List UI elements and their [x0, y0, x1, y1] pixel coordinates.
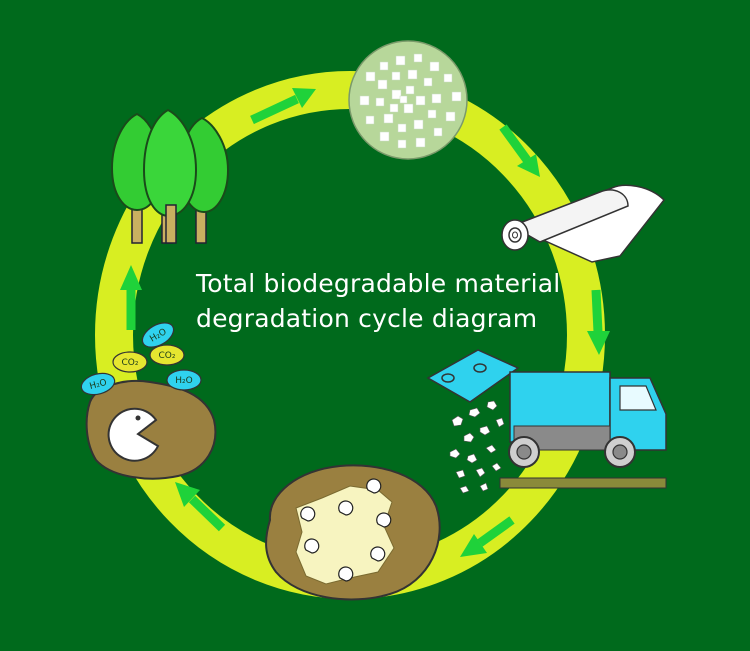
microbe-icon: [107, 407, 160, 462]
arrow-soil-to-trees: [120, 265, 142, 330]
svg-text:CO₂: CO₂: [159, 351, 176, 361]
molecule-co2-right: CO₂: [149, 344, 185, 366]
title-line-2: degradation cycle diagram: [196, 304, 538, 333]
arrow-trees-to-pellets: [250, 88, 316, 125]
pellets-icon: [348, 40, 468, 160]
molecule-h2o-right: H₂O: [166, 369, 202, 391]
molecule-co2-left: CO₂: [112, 351, 148, 373]
soil-release-icon: [85, 380, 217, 480]
molecule-h2o-top: H₂O: [141, 322, 175, 348]
trees-icon: [110, 108, 230, 244]
svg-text:CO₂: CO₂: [122, 358, 139, 368]
svg-text:H₂O: H₂O: [89, 378, 108, 392]
svg-text:H₂O: H₂O: [175, 376, 192, 386]
film-roll-icon: [501, 184, 666, 263]
molecule-bubbles: H₂O CO₂ CO₂ H₂O H₂O: [80, 322, 202, 396]
cycle-arrows: [120, 88, 610, 557]
microbe-decomposition-icon: [265, 464, 441, 601]
diagram-title: Total biodegradable material degradation…: [196, 266, 576, 336]
garbage-truck-icon: [426, 349, 667, 494]
title-line-1: Total biodegradable material: [196, 269, 561, 298]
arrow-pellets-to-film: [499, 124, 540, 177]
arrow-truck-to-microbes: [460, 516, 515, 557]
arrow-microbes-to-soil: [175, 482, 226, 532]
arrow-film-to-truck: [587, 289, 610, 355]
molecule-h2o-left: H₂O: [80, 372, 116, 396]
